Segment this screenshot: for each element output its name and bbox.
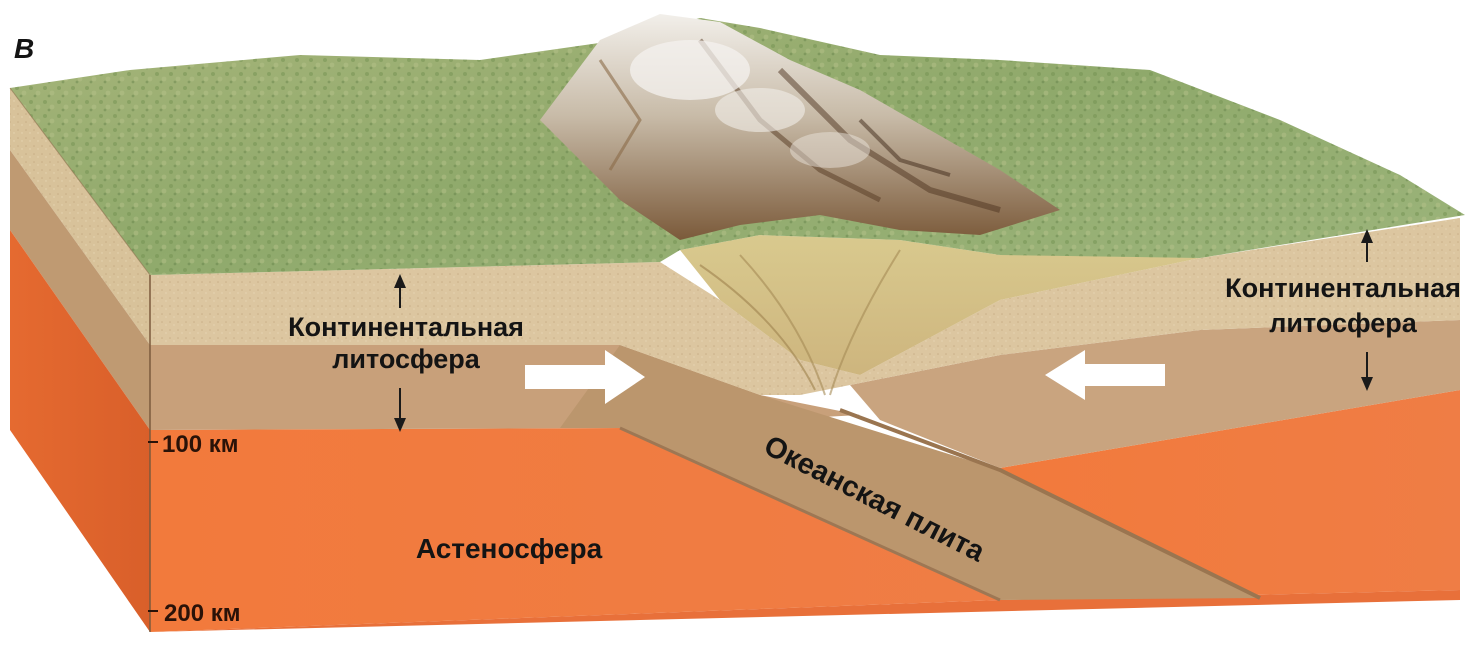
label-asthenosphere: Астеносфера xyxy=(416,533,603,564)
label-lithosphere-left-1: Континентальная xyxy=(288,312,524,342)
label-lithosphere-right-2: литосфера xyxy=(1269,308,1418,338)
panel-letter: В xyxy=(14,33,34,64)
label-depth-200: 200 км xyxy=(164,600,240,627)
label-lithosphere-right-1: Континентальная xyxy=(1225,273,1461,303)
label-lithosphere-left-2: литосфера xyxy=(332,344,481,374)
label-depth-100: 100 км xyxy=(162,431,238,458)
